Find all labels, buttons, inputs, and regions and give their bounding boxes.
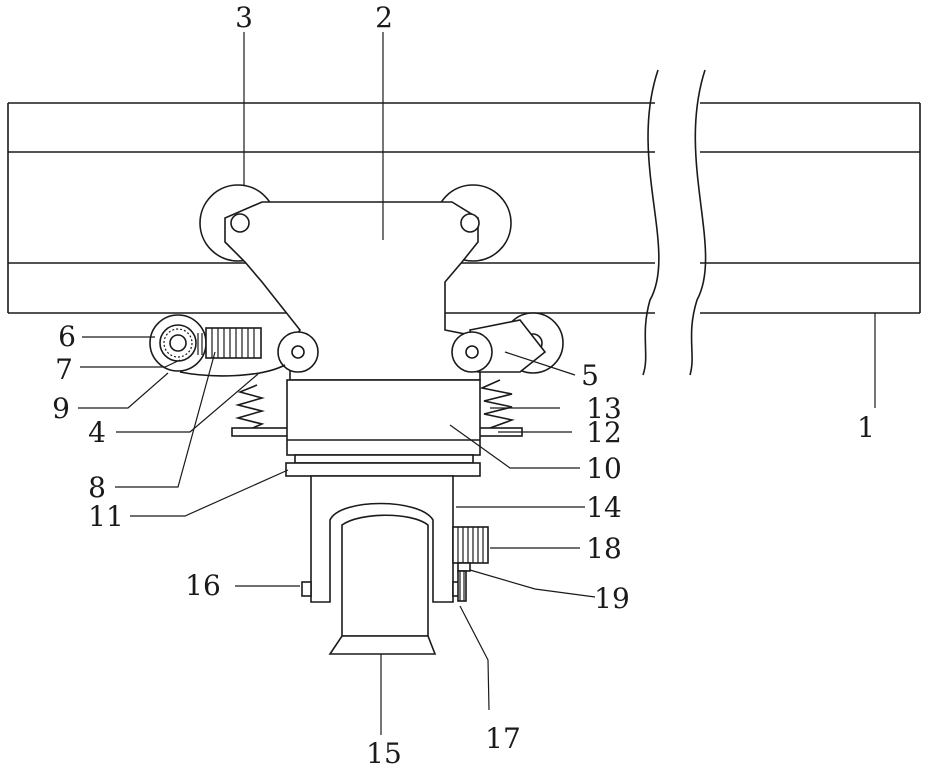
label-19: 19	[594, 582, 630, 615]
housing	[286, 380, 480, 476]
label-9: 9	[52, 392, 70, 425]
label-15: 15	[366, 737, 402, 770]
label-6: 6	[58, 320, 76, 353]
label-1: 1	[857, 411, 875, 444]
label-5: 5	[581, 359, 599, 392]
label-18: 18	[586, 532, 622, 565]
label-4: 4	[88, 416, 106, 449]
label-2: 2	[375, 1, 393, 34]
side-motor	[453, 527, 488, 601]
label-17: 17	[485, 722, 521, 755]
rotary-housing	[287, 380, 480, 455]
label-11: 11	[88, 500, 124, 533]
bracket-camera	[302, 476, 459, 654]
label-3: 3	[235, 1, 253, 34]
label-7: 7	[55, 353, 73, 386]
label-16: 16	[185, 569, 221, 602]
camera-body	[342, 515, 428, 636]
carriage-body	[225, 202, 480, 380]
label-12: 12	[586, 416, 622, 449]
label-10: 10	[586, 452, 622, 485]
base-flange	[286, 463, 480, 476]
left-drive	[150, 315, 261, 371]
label-14: 14	[586, 491, 622, 524]
camera-lens-base	[330, 636, 435, 654]
